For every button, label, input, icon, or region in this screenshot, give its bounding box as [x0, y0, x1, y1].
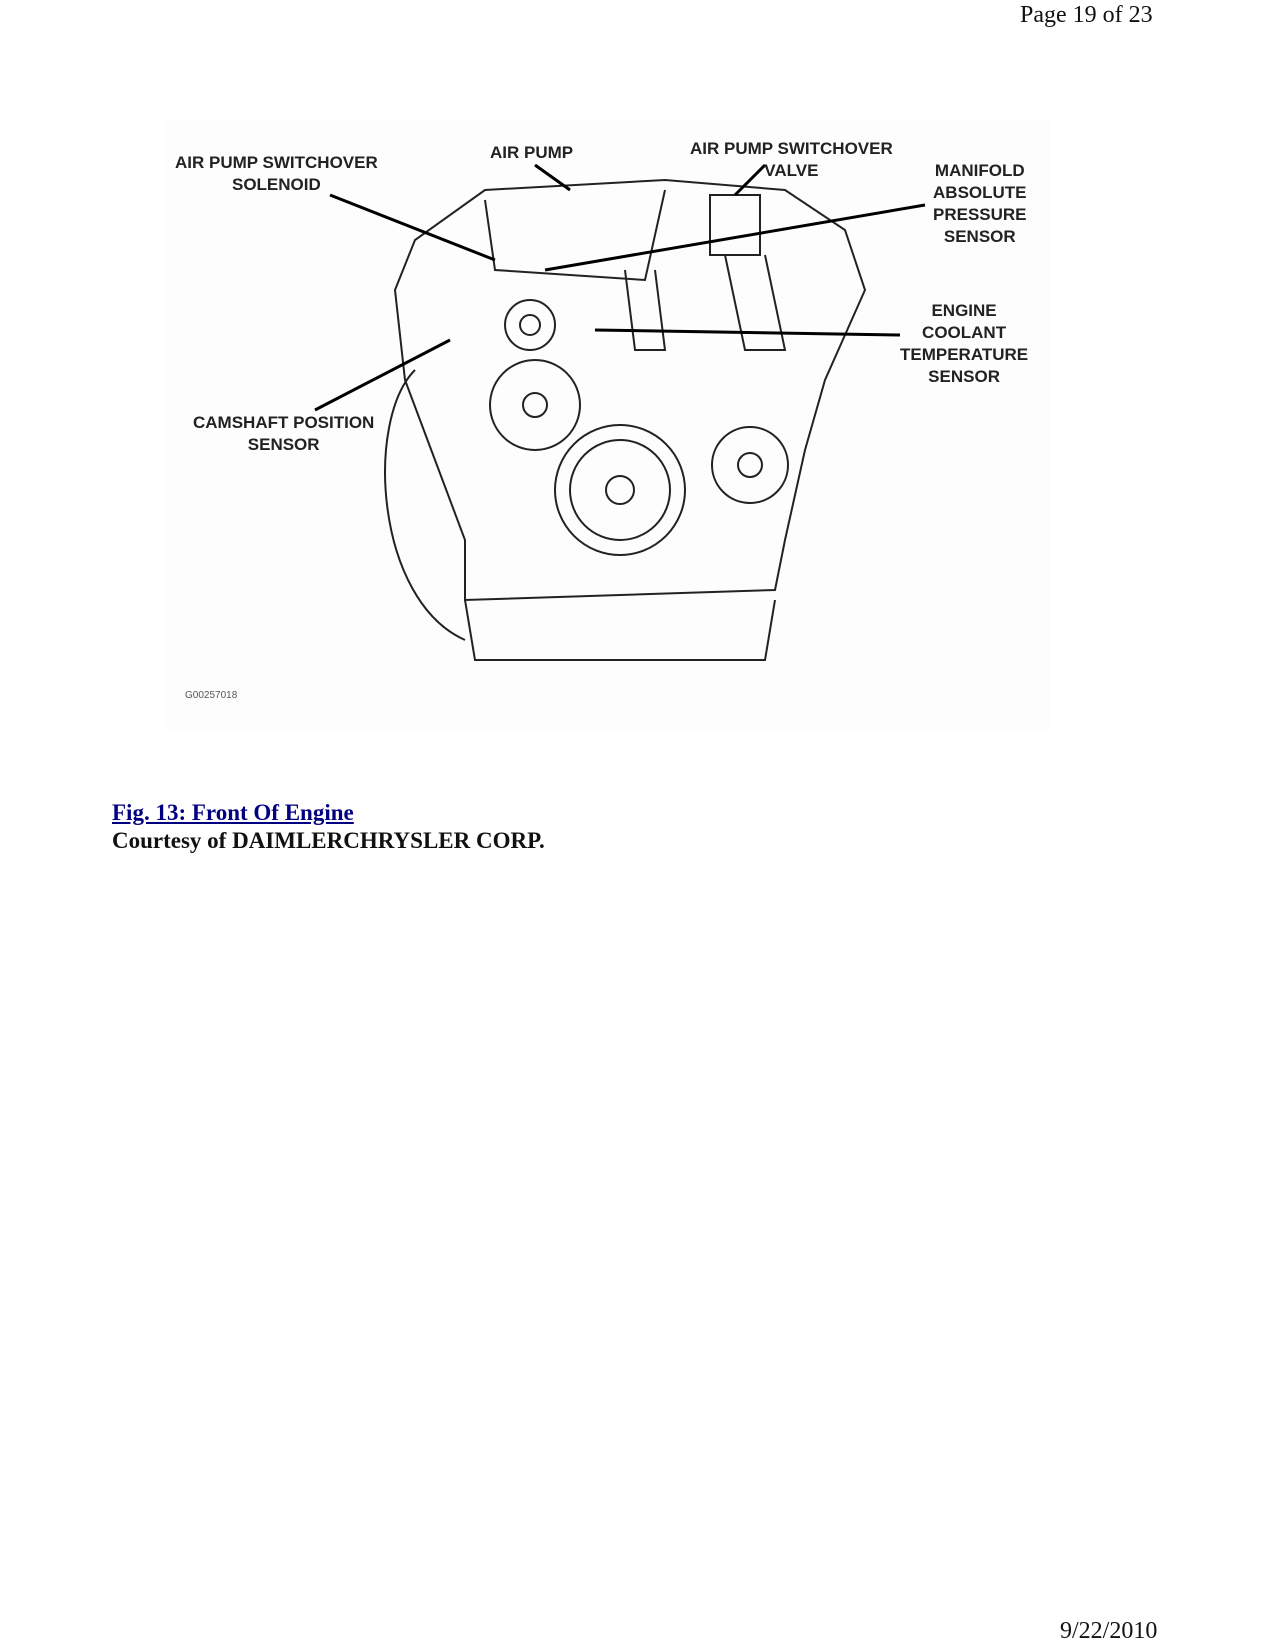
footer-date: 9/22/2010: [1060, 1618, 1158, 1644]
label-manifold-absolute-pressure-sensor: MANIFOLD ABSOLUTE PRESSURE SENSOR: [933, 161, 1027, 246]
label-air-pump: AIR PUMP: [490, 143, 574, 162]
label-air-pump-switchover-solenoid: AIR PUMP SWITCHOVER SOLENOID: [175, 153, 378, 194]
label-engine-coolant-temperature-sensor: ENGINE COOLANT TEMPERATURE SENSOR: [900, 301, 1029, 386]
figure-code: G00257018: [185, 690, 238, 701]
figure-courtesy: Courtesy of DAIMLERCHRYSLER CORP.: [112, 828, 545, 853]
page-number: Page 19 of 23: [1020, 2, 1153, 28]
engine-diagram: AIR PUMP SWITCHOVER SOLENOID AIR PUMP AI…: [165, 120, 1050, 730]
engine-drawing: [314, 163, 926, 661]
label-camshaft-position-sensor: CAMSHAFT POSITION SENSOR: [193, 413, 375, 454]
label-air-pump-switchover-valve: AIR PUMP SWITCHOVER VALVE: [690, 139, 893, 180]
figure-caption-link[interactable]: Fig. 13: Front Of Engine: [112, 800, 354, 825]
